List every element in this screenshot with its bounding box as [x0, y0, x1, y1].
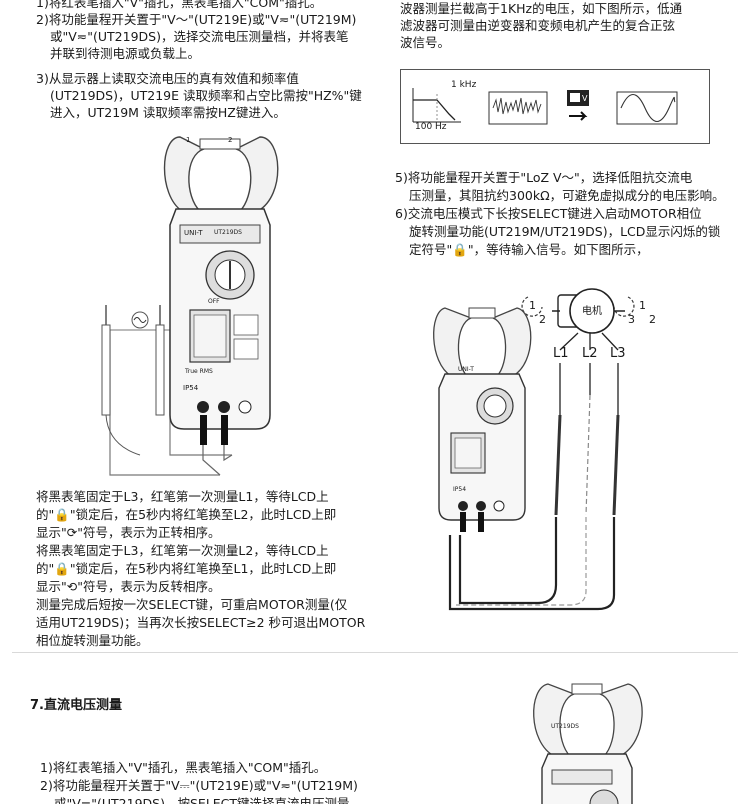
- left-jaw-1: 1: [186, 136, 191, 144]
- left-jaw-2: 2: [228, 136, 233, 144]
- step-5-cont: 压测量，其阻抗约300kΩ，可避免虚拟成分的电压影响。: [409, 188, 725, 203]
- lb-line-3: 显示"⟳"符号，表示为正转相序。: [36, 525, 221, 540]
- left-ip54: IP54: [183, 384, 199, 392]
- lb-line-4: 将黑表笔固定于L3，红笔第一次测量L2，等待LCD上: [36, 543, 329, 558]
- step-6-cont2: 定符号"🔒"，等待输入信号。如下图所示，: [409, 242, 649, 257]
- filter-diagram-graphic: V: [412, 88, 678, 125]
- rot-left-1: 1: [529, 299, 536, 312]
- lb-line-7: 测量完成后短按一次SELECT键，可重启MOTOR测量(仅: [36, 597, 348, 612]
- lb-line-8: 适用UT219DS)；当再次长按SELECT≥2 秒可退出MOTOR: [36, 615, 366, 630]
- motor-diagram: [448, 288, 635, 611]
- lb-line-1: 将黑表笔固定于L3，红笔第一次测量L1，等待LCD上: [36, 489, 329, 504]
- left-brand: UNI-T: [184, 229, 203, 237]
- section-7-line-3: 或"V≂"(UT219DS)，按SELECT键选择直流电压测量: [54, 796, 350, 804]
- lb-line-5: 的"🔒"锁定后，在5秒内将红笔换至L1，此时LCD上即: [36, 561, 337, 576]
- step-5: 5)将功能量程开关置于"LoZ V～"，选择低阻抗交流电: [395, 170, 693, 185]
- step-6-cont: 旋转测量功能(UT219M/UT219DS)，LCD显示闪烁的锁: [409, 224, 721, 239]
- label-100hz: 100 Hz: [415, 122, 447, 132]
- phase-l2: L2: [582, 346, 598, 361]
- phase-l3: L3: [610, 346, 626, 361]
- filter-diagram: V 1 kHz 100 Hz: [400, 69, 710, 144]
- step-2-cont: 或"V≂"(UT219DS)，选择交流电压测量档，并将表笔: [50, 29, 349, 44]
- rot-right-1: 1: [639, 299, 646, 312]
- rot-right-2: 2: [649, 313, 656, 326]
- section-7-line-1: 1)将红表笔插入"V"插孔，黑表笔插入"COM"插孔。: [40, 760, 327, 775]
- step-1: 1)将红表笔插入"V"插孔，黑表笔插入"COM"插孔。: [36, 0, 323, 10]
- left-off: OFF: [208, 298, 220, 305]
- rot-right-3: 3: [628, 313, 635, 326]
- section-7-title: 7.直流电压测量: [30, 698, 122, 713]
- svg-text:V: V: [582, 94, 588, 103]
- lb-line-6: 显示"⟲"符号，表示为反转相序。: [36, 579, 221, 594]
- right-brand: UNI-T: [458, 366, 474, 373]
- lb-line-9: 相位旋转测量功能。: [36, 633, 149, 648]
- clamp-meter-right: [433, 307, 532, 532]
- right-top-line-1: 波器测量拦截高于1KHz的电压，如下图所示，低通: [400, 1, 683, 16]
- motor-label: 电机: [582, 306, 602, 317]
- step-3: 3)从显示器上读取交流电压的真有效值和频率值: [36, 71, 299, 86]
- right-top-line-3: 波信号。: [400, 35, 451, 50]
- rot-left-2: 2: [539, 313, 546, 326]
- right-top-line-2: 滤波器可测量由逆变器和变频电机产生的复合正弦: [400, 18, 676, 33]
- step-2-cont2: 并联到待测电源或负载上。: [50, 46, 201, 61]
- clamp-meter-left: [101, 136, 279, 476]
- label-1khz: 1 kHz: [451, 80, 477, 90]
- left-model: UT219DS: [214, 229, 242, 236]
- s7-model: UT219DS: [551, 723, 579, 730]
- right-ip54: IP54: [453, 486, 467, 493]
- step-3-cont: (UT219DS)，UT219E 读取频率和占空比需按"HZ%"键: [50, 88, 362, 103]
- section-7-line-2: 2)将功能量程开关置于"V⎓"(UT219E)或"V≂"(UT219M): [40, 778, 358, 793]
- step-3-cont2: 进入，UT219M 读取频率需按HZ键进入。: [50, 105, 286, 120]
- step-6: 6)交流电压模式下长按SELECT键进入启动MOTOR相位: [395, 206, 702, 221]
- step-2: 2)将功能量程开关置于"V～"(UT219E)或"V≂"(UT219M): [36, 12, 357, 27]
- lb-line-2: 的"🔒"锁定后，在5秒内将红笔换至L2，此时LCD上即: [36, 507, 337, 522]
- left-true-rms: True RMS: [185, 368, 213, 375]
- phase-l1: L1: [553, 346, 569, 361]
- clamp-meter-section7: [533, 683, 643, 804]
- section-divider: [12, 652, 738, 653]
